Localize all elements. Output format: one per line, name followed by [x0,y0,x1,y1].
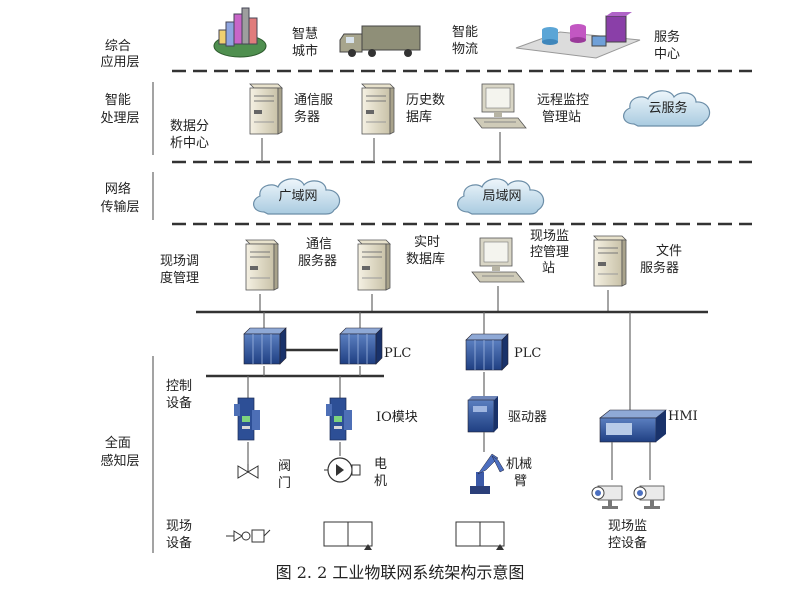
valve-label: 阀 门 [278,459,295,491]
realtime-db-label: 实时 数据库 [406,235,445,267]
plc-2-icon [339,327,383,365]
field-monitor-station-icon [471,237,525,283]
wan-label: 广域网 [278,189,317,204]
field-unit-2 [455,521,505,550]
motor-label: 电 机 [374,457,391,489]
data-center-label: 数据分 析中心 [170,119,213,151]
smart-city-label: 智慧 城市 [292,26,322,59]
history-db-label: 历史数 据库 [406,93,449,125]
plc-left-label: PLC [384,346,411,361]
layer-processing-label: 智能 处理层 [100,93,139,126]
monitor-devices-label: 现场监 控设备 [608,519,651,551]
hmi-label: HMI [668,409,698,424]
smart-city-icon [213,7,267,58]
file-server-label: 文件 服务器 [640,244,686,276]
io-module-1-icon [233,397,261,441]
dispatch-server-icon [245,239,279,291]
service-center-label: 服务 中心 [654,29,684,62]
dispatch-label: 现场调 度管理 [160,254,203,286]
plc-1-icon [243,327,287,365]
layer-application-label: 综合 应用层 [100,39,139,70]
control-devices-label: 控制 设备 [166,379,196,411]
plc-3-icon [465,333,509,371]
comm-server-label: 通信服 务器 [294,93,337,125]
lan-label: 局域网 [482,189,521,204]
hmi-icon [599,409,667,443]
plc-right-label: PLC [514,346,541,361]
service-center-icon [515,12,641,59]
remote-station-icon [473,83,527,129]
logistics-label: 智能 物流 [452,25,482,57]
cloud-service-label: 云服务 [648,100,687,116]
driver-icon [467,396,498,433]
robot-arm-label: 机械 臂 [506,457,536,489]
history-db-icon [361,83,395,135]
io-module-2-icon [325,397,353,441]
layer-perception-label: 全面 感知层 [100,435,139,469]
monitor-station-label: 现场监 控管理 站 [530,229,573,276]
camera-1-icon [591,485,623,510]
camera-2-icon [633,485,665,510]
valve-actuator-symbol [226,529,271,543]
comm-server-icon [249,83,283,135]
field-unit-1 [323,521,373,550]
driver-label: 驱动器 [508,410,547,425]
motor-icon [324,457,361,483]
field-comm-server-label: 通信 服务器 [298,237,337,269]
truck-icon [339,25,421,57]
field-devices-label: 现场 设备 [166,519,196,551]
realtime-db-icon [357,239,391,291]
robot-arm-icon [470,453,505,494]
remote-station-label: 远程监控 管理站 [537,93,593,125]
layer-network-label: 网络 传输层 [100,181,139,215]
valve-icon [237,464,259,479]
figure-caption: 图 2. 2 工业物联网系统架构示意图 [276,563,525,582]
file-server-icon [593,235,627,287]
io-module-label: IO模块 [376,410,418,425]
